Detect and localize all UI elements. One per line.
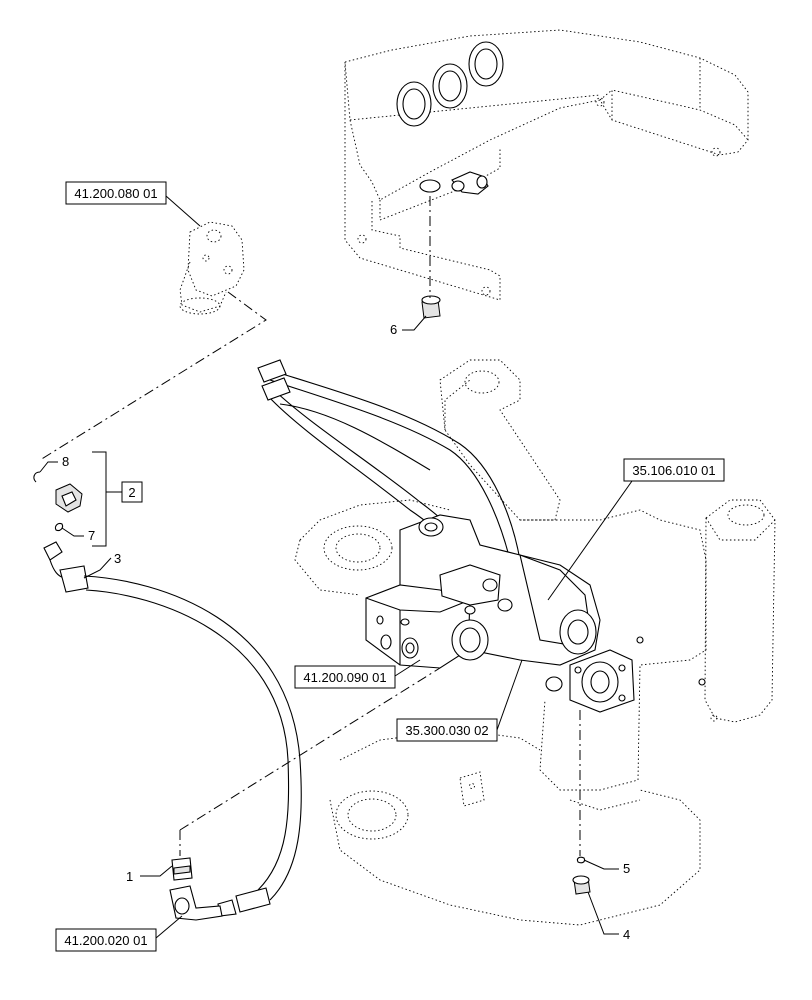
ref-label-hose: 35.300.030 02 — [405, 723, 488, 738]
ref-box-elbow: 41.200.020 01 — [55, 928, 157, 952]
callout-2: 2 — [128, 485, 135, 500]
ref-label-valve: 41.200.090 01 — [303, 670, 386, 685]
callout-7: 7 — [88, 528, 95, 543]
callout-6: 6 — [390, 322, 397, 337]
hose-assembly-3 — [43, 541, 302, 917]
adapter-fitting-1 — [171, 857, 193, 881]
plug-6 — [421, 295, 441, 319]
ref-box-hose: 35.300.030 02 — [396, 718, 498, 742]
callout-4: 4 — [623, 927, 630, 942]
filter-assembly — [179, 221, 245, 315]
ref-label-filter: 41.200.080 01 — [74, 186, 157, 201]
tank-port-rings — [396, 41, 504, 127]
control-valve-block — [365, 564, 513, 669]
upper-tank-housing — [344, 29, 749, 301]
cap-4 — [572, 875, 591, 895]
tank-elbow-fitting — [451, 171, 489, 195]
callout-5: 5 — [623, 861, 630, 876]
o-ring-5 — [576, 856, 586, 864]
ref-label-elbow: 41.200.020 01 — [64, 933, 147, 948]
callout-box-2: 2 — [121, 481, 143, 503]
elbow-fitting — [169, 885, 223, 921]
fitting-group-2 — [33, 451, 122, 547]
callout-1: 1 — [126, 869, 133, 884]
pump-flange — [545, 636, 706, 713]
callout-3: 3 — [114, 551, 121, 566]
ref-box-filter: 41.200.080 01 — [65, 181, 167, 205]
assembly-center-lines — [39, 196, 581, 856]
ref-box-pump: 35.106.010 01 — [623, 458, 725, 482]
ref-box-valve: 41.200.090 01 — [294, 665, 396, 689]
callout-8: 8 — [62, 454, 69, 469]
ref-label-pump: 35.106.010 01 — [632, 463, 715, 478]
